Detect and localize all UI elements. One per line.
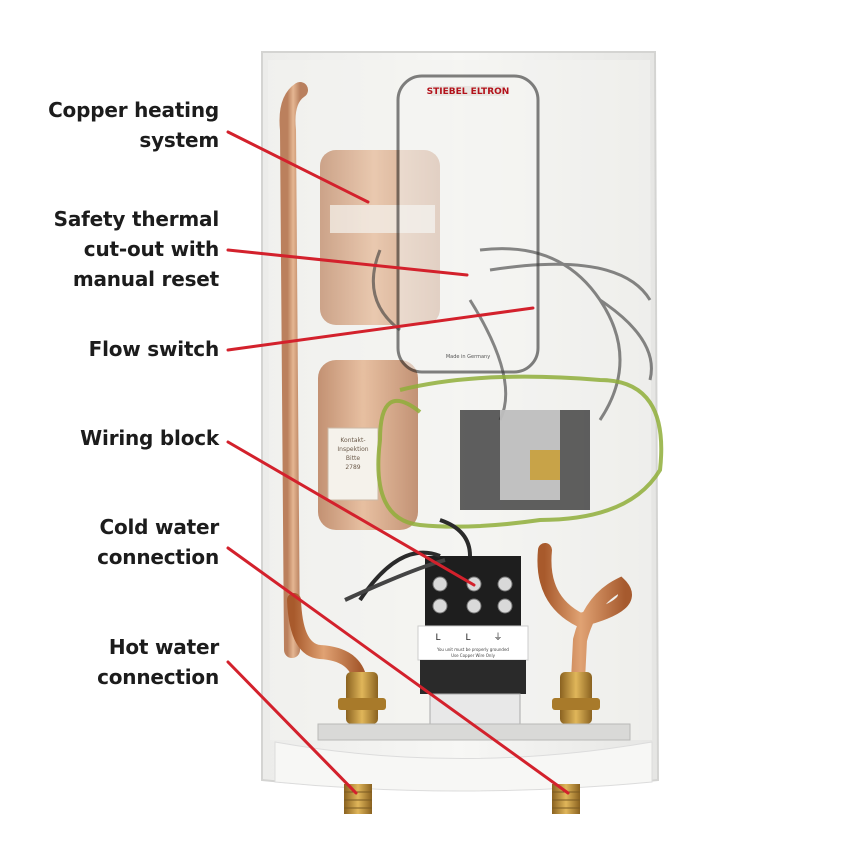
label-cold-water: Cold water connection <box>97 515 219 569</box>
leader-copper-heating <box>226 130 370 204</box>
relay-assembly <box>460 410 590 510</box>
wiring-block: L L ⏚ You unit must be properly grounded… <box>417 556 529 725</box>
cold-water-pipe <box>537 543 632 687</box>
leader-flow-switch <box>226 306 535 352</box>
label-flow-switch: Flow switch <box>88 337 220 361</box>
cold-water-inlet <box>552 784 580 814</box>
hot-water-pipe <box>287 593 367 687</box>
hot-water-outlet <box>344 784 372 814</box>
terminal-label-l1: L <box>435 633 440 643</box>
leader-wiring-block <box>226 440 476 587</box>
hot-brass-fitting <box>338 672 386 724</box>
label-safety-cutout: Safety thermal cut-out with manual reset <box>53 207 220 291</box>
cold-brass-fitting <box>552 672 600 724</box>
front-panel: STIEBEL ELTRON Made in Germany <box>396 74 540 374</box>
sticker-line: Inspektion <box>337 446 368 453</box>
terminal-label-ground: ⏚ <box>493 632 502 643</box>
label-copper-heating: Copper heating system <box>48 98 219 152</box>
earth-wire <box>376 374 664 529</box>
bottom-plate <box>274 723 653 792</box>
sticker-line: Kontakt- <box>340 437 365 444</box>
terminal-note-copper: Use Copper Wire Only <box>451 653 496 658</box>
leader-safety-cutout <box>226 248 469 277</box>
terminal-note-ground: You unit must be properly grounded <box>436 647 509 652</box>
leader-hot-water <box>226 660 358 795</box>
made-in-label: Made in Germany <box>446 354 490 360</box>
label-hot-water: Hot water connection <box>97 635 219 689</box>
label-wiring-block: Wiring block <box>80 426 219 450</box>
sticker-line: Bitte <box>346 455 360 462</box>
terminal-label-l2: L <box>465 633 470 643</box>
sticker-line: 2789 <box>345 464 360 471</box>
leader-cold-water <box>226 546 570 795</box>
leader-lines <box>226 130 570 795</box>
brand-logo: STIEBEL ELTRON <box>427 87 510 97</box>
